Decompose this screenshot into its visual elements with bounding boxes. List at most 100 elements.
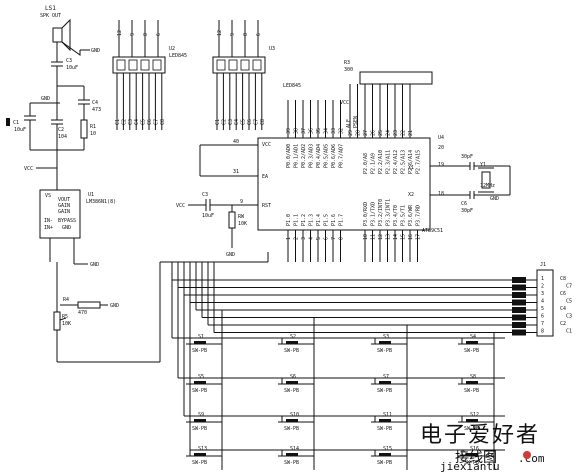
- key-ref: S3: [383, 334, 389, 340]
- net-label-tag: [512, 299, 526, 306]
- switch-actuator: [379, 341, 391, 344]
- amp-part: LM386N1(8): [86, 199, 116, 205]
- display-top-pin: 9: [230, 33, 236, 36]
- key-type: SW-PB: [284, 388, 299, 394]
- mcu-pin-number: 11: [371, 234, 377, 240]
- key-type: SW-PB: [377, 348, 392, 354]
- display-top-pin: 8: [143, 33, 149, 36]
- key-ref: S8: [470, 374, 476, 380]
- mcu-pin-number: 16: [408, 234, 414, 240]
- mcu-p2-label: P2.5/A13: [401, 150, 407, 174]
- mcu-p3-label: P3.1/TXD: [371, 202, 377, 226]
- key-type: SW-PB: [284, 348, 299, 354]
- digit-segment: [128, 59, 138, 71]
- mcu-part: AT89C51: [422, 228, 443, 234]
- svg-text:IN-: IN-: [44, 218, 53, 224]
- mcu-pin-number: 7: [331, 237, 337, 240]
- key-type: SW-PB: [377, 426, 392, 432]
- crystal-value: 12MHz: [480, 183, 495, 189]
- digit-segment: [140, 59, 150, 71]
- key-type: SW-PB: [192, 388, 207, 394]
- mcu-pin-number: 33: [331, 128, 337, 134]
- c5-ref: 30pF: [461, 154, 473, 160]
- key-type: SW-PB: [284, 460, 299, 466]
- digit-segment: [216, 59, 226, 71]
- connector-pin-number: 1: [541, 276, 544, 282]
- mcu-pin-number: 12: [378, 234, 384, 240]
- connector-pin-label: C5: [566, 299, 572, 305]
- display-top-pin: 12: [217, 30, 223, 36]
- display-bottom-pin: C2: [221, 119, 227, 125]
- mcu-psen-label: PSEN: [353, 116, 359, 128]
- key-type: SW-PB: [464, 388, 479, 394]
- display-bottom-pin: C2: [121, 119, 127, 125]
- svg-text:IN+: IN+: [44, 225, 53, 231]
- capacitor-c5: 30pF: [461, 154, 475, 170]
- amplifier-u1: U1 LM386N1(8) VS VOUT GAIN GAIN IN- IN+ …: [39, 189, 116, 239]
- mcu-p3-label: P3.7/RD: [416, 205, 422, 226]
- mcu-p0-label: P0.1/AD1: [294, 144, 300, 168]
- mcu-pin-number: 26: [371, 130, 377, 136]
- connector-pin-label: C7: [566, 284, 572, 290]
- capacitor-c4: C4 473: [78, 99, 101, 120]
- display-body: [112, 56, 166, 74]
- mcu-x2-pin: X2: [408, 192, 414, 198]
- resistor-r4: R4 470 GND: [60, 297, 119, 316]
- r5-value: 10K: [62, 321, 71, 327]
- c3a-ref: C3: [66, 58, 72, 64]
- display-ref: U2: [169, 46, 175, 52]
- c4-value: 473: [92, 107, 101, 113]
- digit-segment: [116, 59, 126, 71]
- mcu-p0-label: P0.3/AD3: [309, 144, 315, 168]
- key-ref: S15: [383, 446, 392, 452]
- mcu-p2-label: P2.6/A14: [408, 150, 414, 174]
- net-label-tag: [512, 322, 526, 328]
- capacitor-c2: C2 104: [51, 112, 67, 150]
- crystal-gnd: GND: [490, 196, 499, 202]
- mcu-p0-label: P0.2/AD2: [301, 144, 307, 168]
- mcu-pin-number: 13: [386, 234, 392, 240]
- switch-actuator: [379, 381, 391, 384]
- digit-segment: [240, 59, 250, 71]
- svg-text:GAIN: GAIN: [58, 203, 70, 209]
- net-label-tag: [512, 277, 526, 283]
- mcu-p0-label: P0.5/AD5: [324, 144, 330, 168]
- display-bottom-pin: C1: [215, 119, 221, 125]
- key-ref: S14: [290, 446, 299, 452]
- key-type: SW-PB: [284, 426, 299, 432]
- vcc-label-pack: VCC: [340, 100, 349, 106]
- switch-actuator: [194, 381, 206, 384]
- resistor-pack-r3: R3 300 VCC: [340, 60, 433, 106]
- key-ref: S6: [290, 374, 296, 380]
- svg-text:GND: GND: [62, 225, 71, 231]
- connector-body: [536, 269, 554, 337]
- watermark-logo: [523, 451, 531, 459]
- key-type: SW-PB: [377, 388, 392, 394]
- mcu-pin-number: 35: [316, 128, 322, 134]
- speaker-ref: LS1: [45, 5, 56, 12]
- key-type: SW-PB: [192, 426, 207, 432]
- switch-actuator: [286, 453, 298, 456]
- mcu-p2-label: P2.3/A11: [386, 150, 392, 174]
- resistor-r1: R1 10: [80, 119, 96, 150]
- display-bottom-pin: C4: [134, 119, 140, 125]
- mcu-pin-number: 5: [316, 237, 322, 240]
- c3b-ref: C3: [202, 192, 208, 198]
